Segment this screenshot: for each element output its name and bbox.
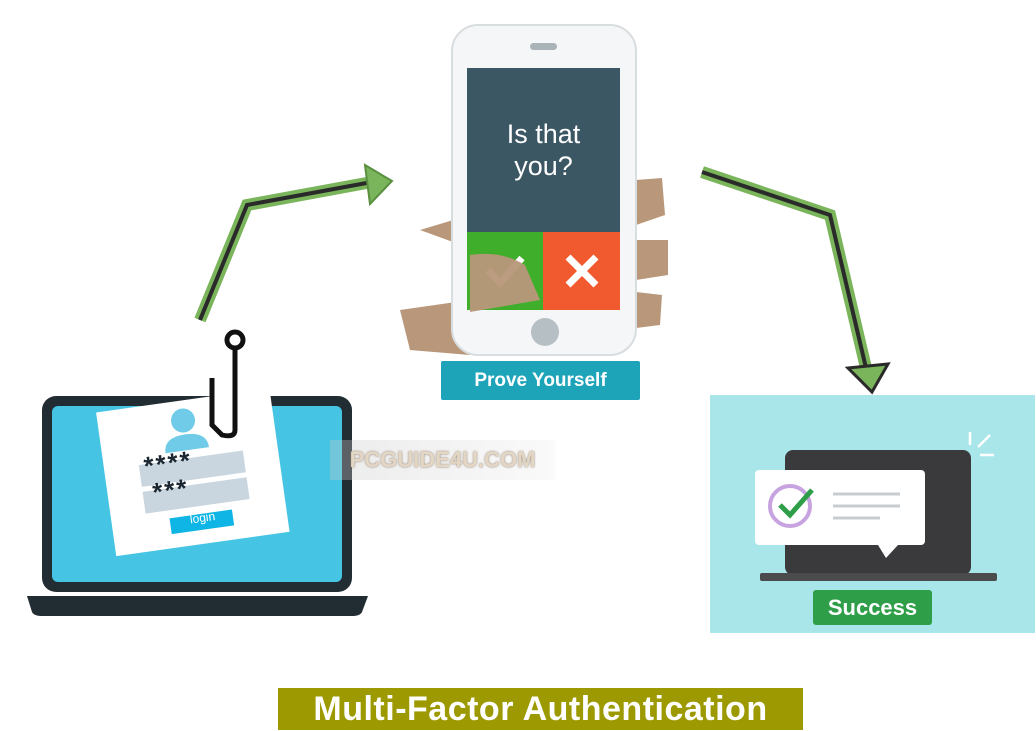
check-icon <box>778 488 814 519</box>
prompt-line-2: you? <box>514 151 573 181</box>
sparkle-icon <box>968 432 994 457</box>
page-title: Multi-Factor Authentication <box>278 688 803 730</box>
prompt-line-1: Is that <box>506 119 581 149</box>
phone <box>451 24 637 356</box>
x-icon <box>565 254 599 288</box>
arrow-to-success <box>700 166 891 395</box>
arrow-to-phone <box>194 163 394 323</box>
login-card <box>96 388 290 557</box>
prove-yourself-button[interactable]: Prove Yourself <box>441 361 640 400</box>
watermark: PCGUIDE4U.COM <box>330 440 555 480</box>
phone-prompt: Is that you? <box>467 118 620 182</box>
laptop-phishing <box>27 329 368 616</box>
success-button[interactable]: Success <box>813 590 932 625</box>
fish-hook-icon <box>209 329 246 439</box>
